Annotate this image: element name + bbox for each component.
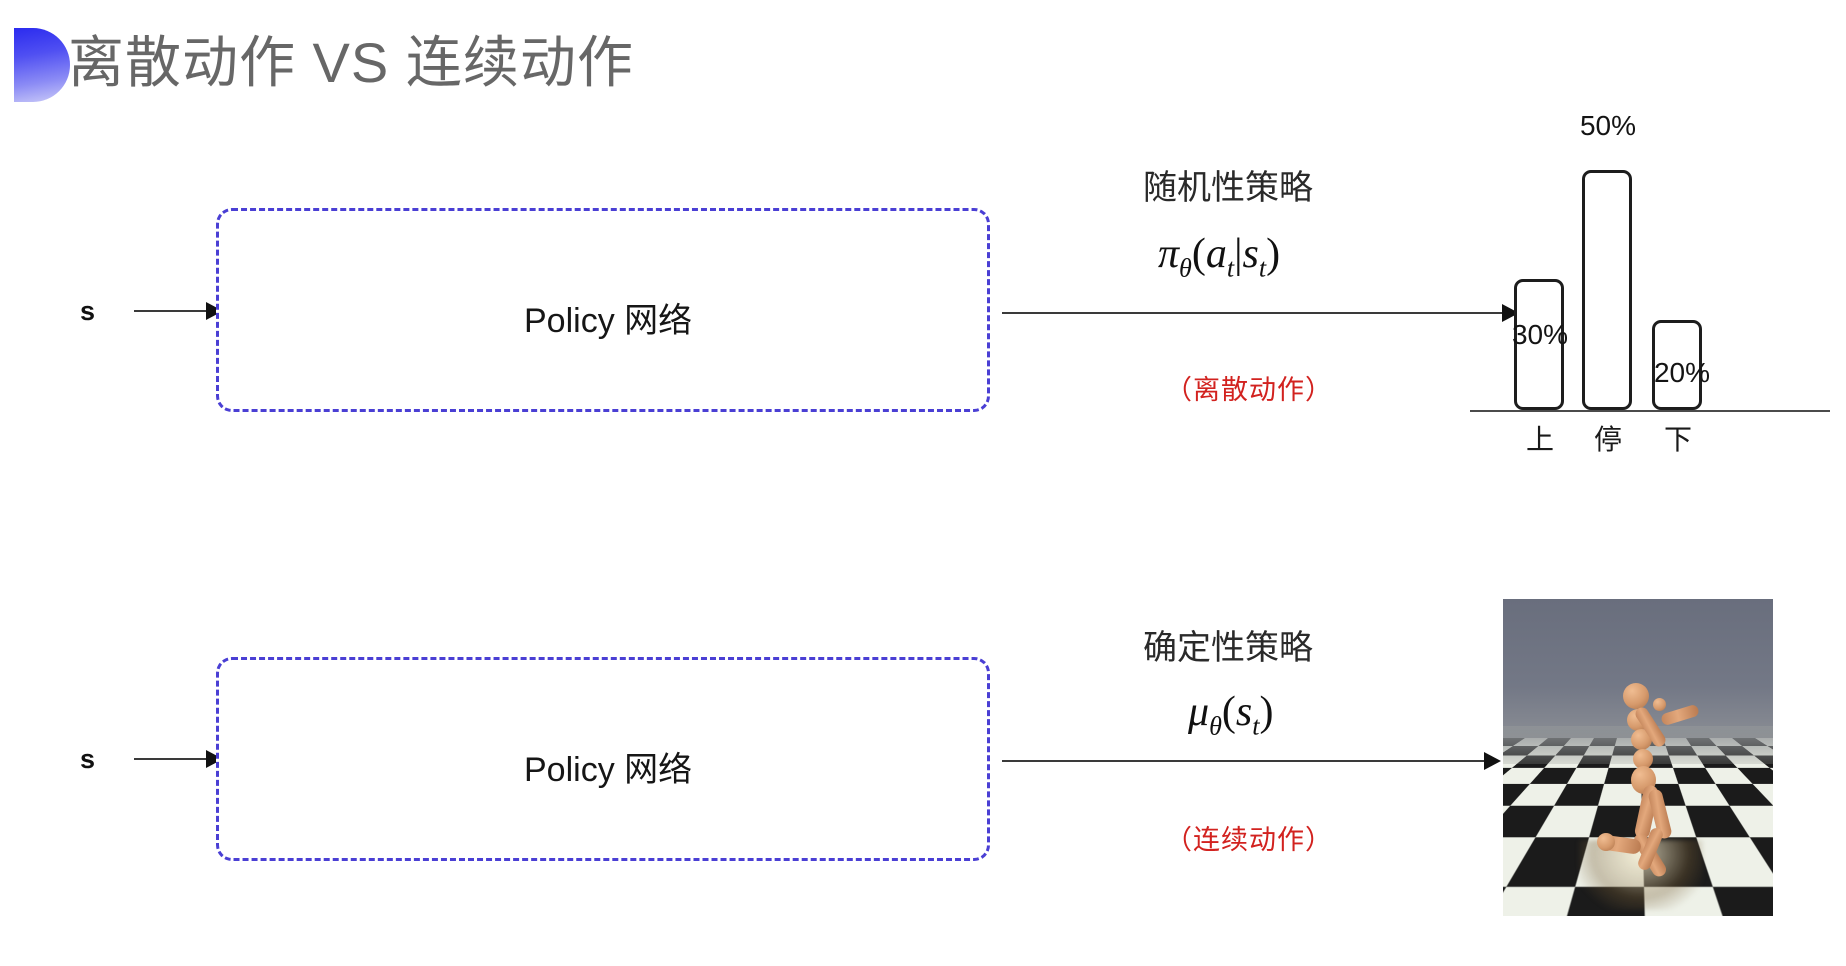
output-arrow-line-continuous [1002, 760, 1492, 762]
bar-0 [1514, 279, 1564, 410]
category-label-0: 上 [1525, 424, 1554, 455]
category-label-2: 下 [1663, 424, 1692, 455]
humanoid-heel-back [1597, 833, 1615, 851]
bar-value-1: 50% [1579, 110, 1637, 141]
note-discrete: （离散动作） [1165, 375, 1333, 405]
formula-arg1: s [1235, 689, 1253, 735]
formula-discrete: πθ(at|st) [1158, 230, 1280, 283]
input-label-continuous: s [80, 744, 96, 774]
policy-kind-continuous: 确定性策略 [1143, 629, 1313, 667]
half-circle-bullet-icon [14, 28, 70, 102]
humanoid-simulation-image [1503, 599, 1773, 916]
humanoid-hand-front [1653, 698, 1666, 711]
formula-open-paren: ( [1191, 231, 1206, 277]
formula-arg2-sub: t [1258, 253, 1267, 283]
output-arrow-line-discrete [1002, 312, 1510, 314]
formula-arg2: s [1242, 231, 1259, 277]
formula-open-paren: ( [1221, 689, 1236, 735]
note-continuous: （连续动作） [1165, 825, 1333, 855]
formula-fn: π [1158, 231, 1180, 277]
formula-bar: | [1234, 231, 1243, 277]
formula-arg1-sub: t [1252, 711, 1260, 741]
formula-arg1-sub: t [1226, 253, 1235, 283]
policy-box-continuous[interactable] [216, 657, 990, 861]
bar-chart-discrete-actions: 30% 上 50% 停 20% 下 [1470, 100, 1830, 460]
bar-value-2: 20% [1653, 357, 1711, 388]
formula-close-paren: ) [1266, 231, 1281, 277]
page-title: 离散动作 VS 连续动作 [68, 31, 634, 94]
policy-kind-discrete: 随机性策略 [1143, 169, 1313, 207]
formula-fn-sub: θ [1179, 253, 1192, 283]
formula-fn: μ [1188, 689, 1210, 735]
input-arrow-line-continuous [134, 758, 212, 760]
policy-box-label-continuous: Policy 网络 [524, 751, 693, 789]
formula-arg1: a [1205, 231, 1227, 277]
chart-baseline [1470, 410, 1830, 412]
category-label-1: 停 [1593, 424, 1622, 455]
bar-2 [1652, 320, 1702, 410]
bar-value-0: 30% [1511, 319, 1569, 350]
formula-close-paren: ) [1259, 689, 1274, 735]
humanoid-lower-torso [1633, 749, 1653, 769]
formula-fn-sub: θ [1209, 711, 1222, 741]
input-arrow-line-discrete [134, 310, 212, 312]
policy-box-discrete[interactable] [216, 208, 990, 412]
bar-1 [1582, 170, 1632, 410]
policy-box-label-discrete: Policy 网络 [524, 302, 693, 340]
formula-continuous: μθ(st) [1188, 688, 1273, 741]
input-label-discrete: s [80, 296, 96, 326]
output-arrow-head-continuous [1484, 752, 1501, 770]
humanoid-head [1623, 683, 1649, 709]
